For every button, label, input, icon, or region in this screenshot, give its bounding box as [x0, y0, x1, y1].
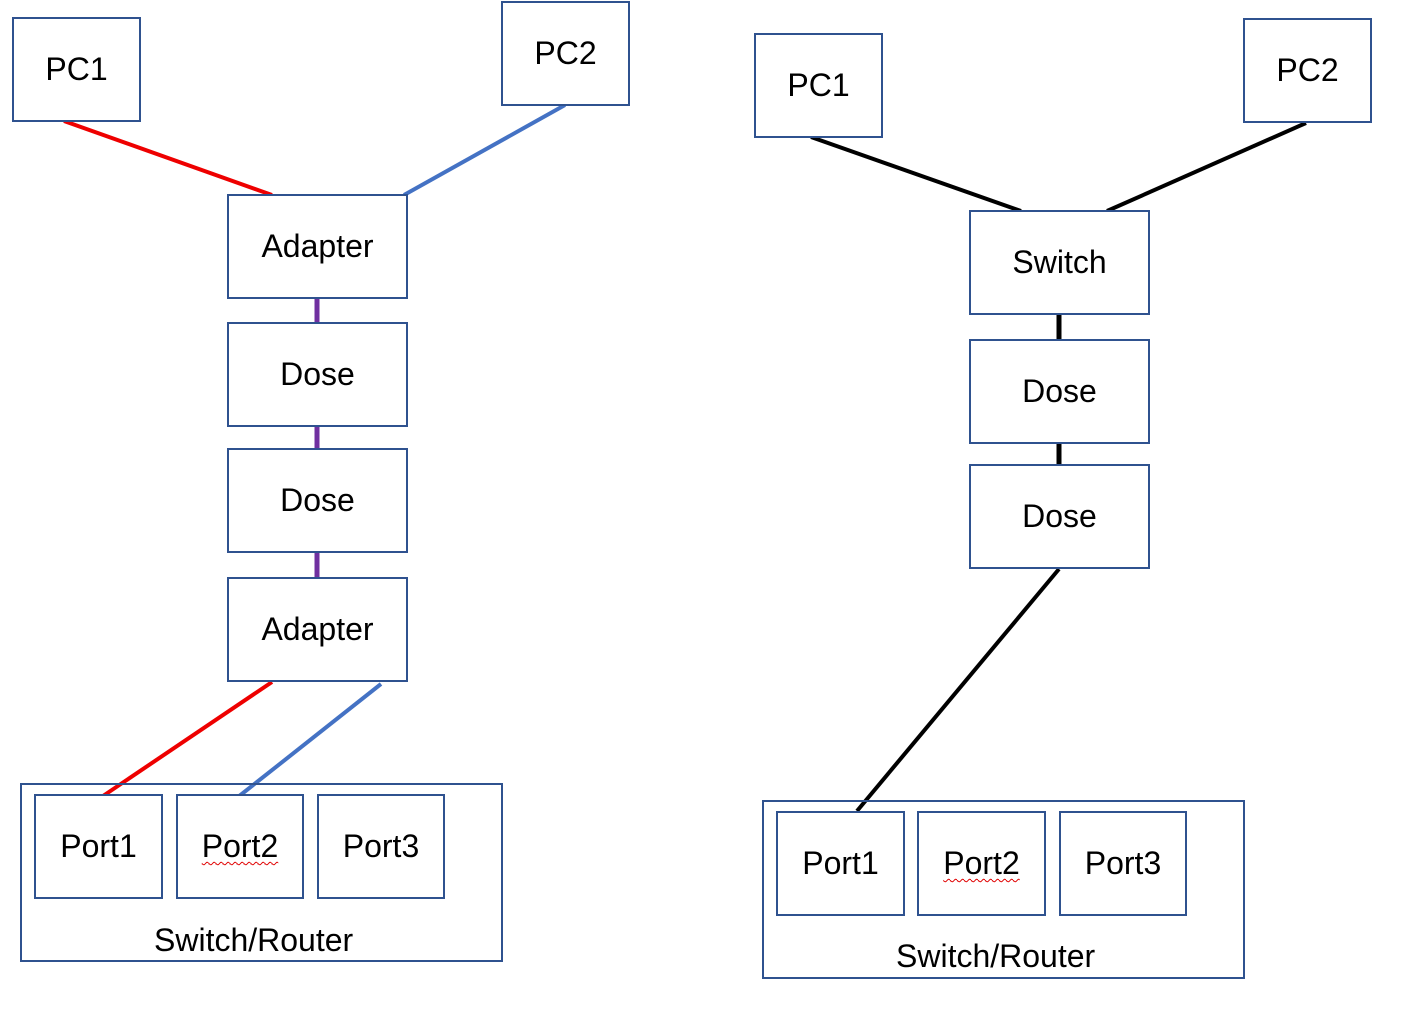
left-dose-2-label: Dose	[280, 482, 355, 518]
right-port1-label: Port1	[802, 845, 879, 881]
left-switch-router-text: Switch/Router	[154, 922, 354, 958]
left-port1-label: Port1	[60, 828, 137, 864]
left-pc2-label: PC2	[534, 35, 597, 71]
left-adapter-to-port1-wire	[101, 680, 274, 798]
right-port1-box: Port1	[776, 811, 905, 916]
left-dose-2-box: Dose	[227, 448, 408, 553]
left-port2-label: Port2	[201, 828, 279, 864]
left-pc2-to-adapter-wire	[403, 103, 566, 197]
left-dose-1-label: Dose	[280, 356, 355, 392]
left-port2-box: Port2	[176, 794, 304, 899]
left-adapter-bottom-box: Adapter	[227, 577, 408, 682]
left-adapter-to-port2-wire	[236, 682, 383, 799]
left-switch-router-box	[20, 783, 503, 962]
right-port2-box: Port2	[917, 811, 1046, 916]
left-pc2-box: PC2	[501, 1, 630, 106]
right-dose-2-box: Dose	[969, 464, 1150, 569]
right-dose-1-box: Dose	[969, 339, 1150, 444]
right-dose-1-label: Dose	[1022, 373, 1097, 409]
right-pc1-box: PC1	[754, 33, 883, 138]
right-pc1-label: PC1	[787, 67, 850, 103]
left-pc1-box: PC1	[12, 17, 141, 122]
right-port3-box: Port3	[1059, 811, 1187, 916]
right-switch-router-text: Switch/Router	[896, 938, 1096, 974]
left-switch-router-label: Switch/Router	[154, 922, 353, 959]
right-switch-router-label: Switch/Router	[896, 938, 1095, 975]
right-pc1-to-switch-wire	[810, 135, 1022, 213]
right-switch-label: Switch	[1012, 244, 1107, 280]
right-port3-label: Port3	[1084, 845, 1162, 881]
left-adapter-top-label: Adapter	[261, 228, 374, 264]
right-pc2-to-switch-wire	[1106, 121, 1307, 213]
left-dose-1-box: Dose	[227, 322, 408, 427]
left-pc1-label: PC1	[45, 51, 108, 87]
right-switch-box: Switch	[969, 210, 1150, 315]
left-adapter-top-box: Adapter	[227, 194, 408, 299]
left-port3-box: Port3	[317, 794, 445, 899]
right-dose-2-label: Dose	[1022, 498, 1097, 534]
left-pc1-to-adapter-wire	[63, 119, 273, 197]
left-port1-box: Port1	[34, 794, 163, 899]
right-switch-router-box	[762, 800, 1245, 979]
right-dose-to-port1-wire	[855, 567, 1061, 813]
right-pc2-box: PC2	[1243, 18, 1372, 123]
left-adapter-bottom-label: Adapter	[261, 611, 374, 647]
right-pc2-label: PC2	[1276, 52, 1339, 88]
right-port2-label: Port2	[943, 845, 1020, 881]
left-port3-label: Port3	[342, 828, 420, 864]
